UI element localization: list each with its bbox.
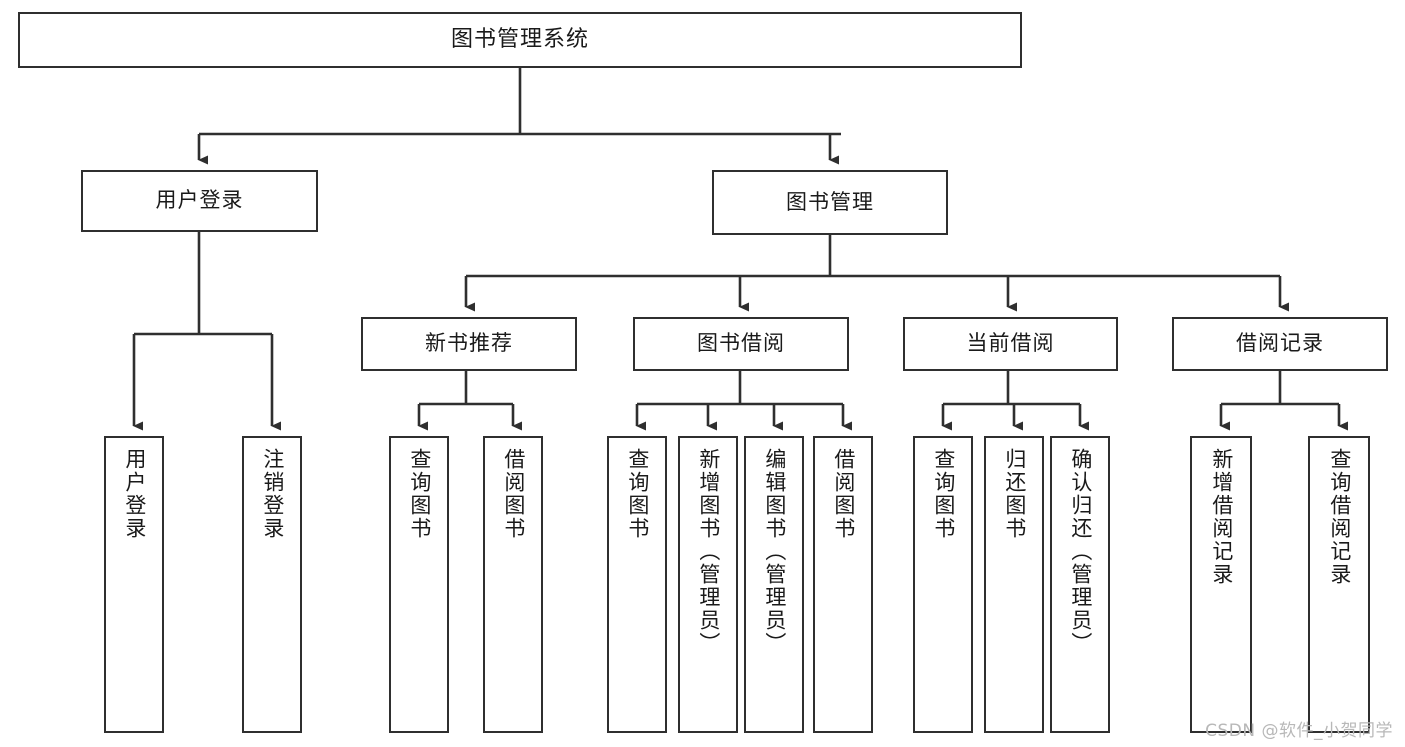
node-label: 确认归还（管理员） xyxy=(1068,448,1093,655)
node-leaf-query-book-current[interactable]: 查询图书 xyxy=(913,436,973,733)
node-label: 新书推荐 xyxy=(425,331,513,356)
node-label: 图书管理系统 xyxy=(450,26,589,52)
node-label: 图书管理 xyxy=(786,189,874,214)
node-label: 查询图书 xyxy=(407,448,432,540)
node-label: 当前借阅 xyxy=(966,331,1055,356)
node-label: 注销登录 xyxy=(260,448,285,540)
node-leaf-add-book-admin[interactable]: 新增图书（管理员） xyxy=(678,436,738,733)
node-label: 用户登录 xyxy=(122,448,147,540)
node-current-borrow[interactable]: 当前借阅 xyxy=(903,317,1118,371)
node-label: 新增借阅记录 xyxy=(1209,448,1234,586)
node-leaf-query-borrow-record[interactable]: 查询借阅记录 xyxy=(1308,436,1370,733)
node-leaf-borrow-book-recommend[interactable]: 借阅图书 xyxy=(483,436,543,733)
node-new-book-recommend[interactable]: 新书推荐 xyxy=(361,317,577,371)
node-book-manage[interactable]: 图书管理 xyxy=(712,170,948,235)
node-root-system[interactable]: 图书管理系统 xyxy=(18,12,1022,68)
node-leaf-query-book-recommend[interactable]: 查询图书 xyxy=(389,436,449,733)
node-label: 借阅图书 xyxy=(501,448,526,540)
node-label: 归还图书 xyxy=(1002,448,1027,540)
node-label: 查询图书 xyxy=(625,448,650,540)
node-label: 图书借阅 xyxy=(697,331,785,356)
node-label: 编辑图书（管理员） xyxy=(762,448,787,655)
node-leaf-user-login[interactable]: 用户登录 xyxy=(104,436,164,733)
node-label: 新增图书（管理员） xyxy=(696,448,721,655)
node-book-borrow[interactable]: 图书借阅 xyxy=(633,317,849,371)
node-label: 借阅记录 xyxy=(1236,331,1324,356)
node-leaf-add-borrow-record[interactable]: 新增借阅记录 xyxy=(1190,436,1252,733)
csdn-watermark: CSDN @软件_小贺同学 xyxy=(1205,721,1393,741)
node-user-login[interactable]: 用户登录 xyxy=(81,170,318,232)
node-borrow-record[interactable]: 借阅记录 xyxy=(1172,317,1388,371)
node-leaf-return-book[interactable]: 归还图书 xyxy=(984,436,1044,733)
node-leaf-borrow-book[interactable]: 借阅图书 xyxy=(813,436,873,733)
node-label: 用户登录 xyxy=(155,188,244,213)
node-leaf-query-book-borrow[interactable]: 查询图书 xyxy=(607,436,667,733)
node-leaf-confirm-return-admin[interactable]: 确认归还（管理员） xyxy=(1050,436,1110,733)
node-label: 查询图书 xyxy=(931,448,956,540)
node-label: 借阅图书 xyxy=(831,448,856,540)
node-label: 查询借阅记录 xyxy=(1327,448,1352,586)
node-leaf-edit-book-admin[interactable]: 编辑图书（管理员） xyxy=(744,436,804,733)
node-leaf-logout[interactable]: 注销登录 xyxy=(242,436,302,733)
